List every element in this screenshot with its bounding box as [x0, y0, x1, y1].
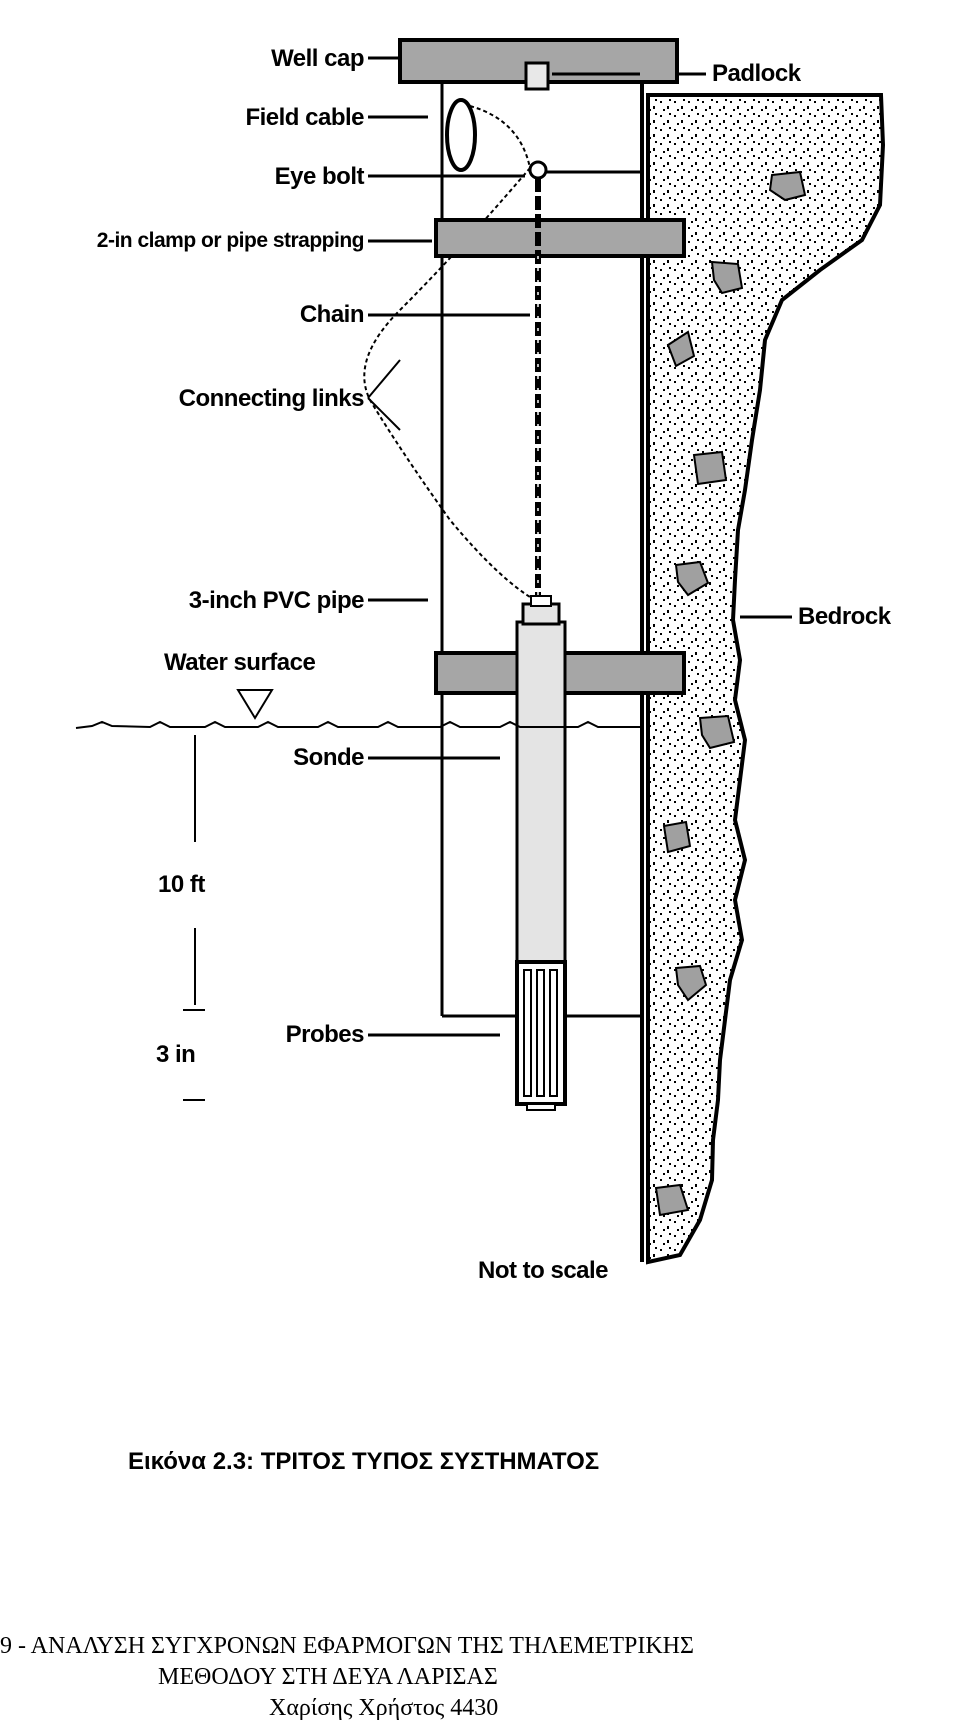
water-surface-line — [75, 720, 642, 729]
label-eye-bolt: Eye bolt — [274, 163, 365, 190]
upper-clamp-band — [434, 218, 686, 258]
well-diagram: Well cap Padlock Field cable Eye bolt 2-… — [75, 38, 891, 1284]
label-bedrock: Bedrock — [798, 603, 891, 630]
label-field-cable: Field cable — [245, 104, 364, 131]
label-sonde: Sonde — [293, 744, 364, 771]
label-connecting-links: Connecting links — [178, 385, 365, 412]
footer-line-2: ΜΕΘΟΔΟΥ ΣΤΗ ΔΕΥΑ ΛΑΡΙΣΑΣ — [158, 1664, 498, 1690]
label-dim-upper: 10 ft — [158, 871, 205, 898]
eye-bolt — [528, 160, 548, 180]
sonde-body — [515, 620, 567, 964]
footer-line-3: Χαρίσης Χρήστος 4430 — [269, 1695, 499, 1721]
label-probes: Probes — [285, 1021, 365, 1048]
bedrock-rocks — [654, 170, 807, 1217]
field-cable-loop — [445, 98, 477, 172]
figure-caption: Εικόνα 2.3: ΤΡΙΤΟΣ ΤΥΠΟΣ ΣΥΣΤΗΜΑΤΟΣ — [128, 1448, 600, 1475]
probes-graphic — [515, 960, 567, 1111]
label-well-cap: Well cap — [271, 45, 364, 72]
footer-line-1: 9 - ΑΝΑΛΥΣΗ ΣΥΓΧΡΟΝΩΝ ΕΦΑΡΜΟΓΩΝ ΤΗΣ ΤΗΛΕ… — [0, 1633, 694, 1659]
label-not-to-scale: Not to scale — [478, 1257, 609, 1284]
label-dim-lower: 3 in — [156, 1041, 196, 1068]
well-diagram-graphic — [75, 38, 886, 1265]
padlock — [524, 61, 550, 91]
label-padlock: Padlock — [712, 60, 801, 87]
bedrock-column — [646, 93, 886, 1265]
label-pvc-pipe: 3-inch PVC pipe — [188, 587, 365, 614]
label-chain: Chain — [299, 301, 365, 328]
label-clamp: 2-in clamp or pipe strapping — [96, 229, 365, 252]
label-water-surface: Water surface — [164, 649, 316, 676]
